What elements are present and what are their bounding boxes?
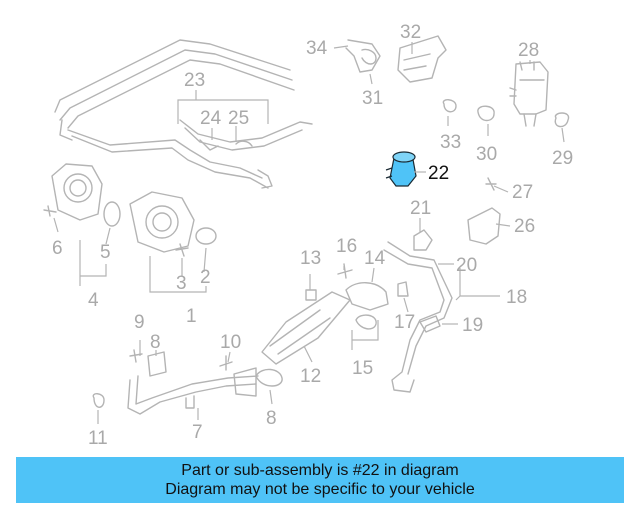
callout-22: 22 [428,163,449,184]
callout-16: 16 [336,236,357,257]
callout-29: 29 [552,148,573,169]
callout-14: 14 [364,248,386,269]
callout-13: 13 [300,248,321,269]
callout-8b: 8 [266,408,277,429]
callout-1: 1 [186,306,197,327]
callout-27: 27 [512,182,533,203]
callout-31: 31 [362,88,383,109]
leader-lines [53,42,565,424]
callout-24: 24 [200,108,222,129]
callout-10: 10 [220,332,241,353]
callout-8a: 8 [150,332,161,353]
lower-tube-assembly [92,349,283,415]
parts-diagram: 1 2 3 4 5 6 7 8 8 9 10 11 12 13 14 15 16… [43,22,573,449]
callout-26: 26 [514,216,535,237]
caption-line-disclaimer: Diagram may not be specific to your vehi… [165,481,475,498]
caption-line-part: Part or sub-assembly is #22 in diagram [181,462,459,479]
callout-labels: 1 2 3 4 5 6 7 8 8 9 10 11 12 13 14 15 16… [52,22,573,449]
callout-17: 17 [394,312,415,333]
callout-4: 4 [88,290,99,311]
valves-upper-right [442,61,570,128]
callout-7: 7 [192,422,203,443]
callout-20: 20 [456,255,477,276]
callout-12: 12 [300,366,321,387]
callout-2: 2 [200,267,211,288]
callout-11: 11 [88,428,108,449]
callout-30: 30 [476,144,497,165]
callout-3: 3 [176,273,187,294]
callout-5: 5 [100,242,111,263]
fuel-rail-pipes [54,39,313,189]
callout-33: 33 [440,132,461,153]
bracket-assembly [345,35,447,83]
callout-6: 6 [52,238,63,259]
callout-19: 19 [462,315,483,336]
part-22-highlighted [385,151,417,187]
callout-15: 15 [352,358,373,379]
callout-18: 18 [506,287,527,308]
callout-34: 34 [306,38,328,59]
callout-9: 9 [134,312,145,333]
callout-25: 25 [228,108,249,129]
sensor-and-bracket-right [413,177,501,251]
callout-23: 23 [184,70,205,91]
callout-21: 21 [410,198,431,219]
callout-28: 28 [518,40,539,61]
callout-32: 32 [400,22,421,43]
throttle-housings [43,163,217,257]
caption-bar: Part or sub-assembly is #22 in diagram D… [16,457,624,503]
